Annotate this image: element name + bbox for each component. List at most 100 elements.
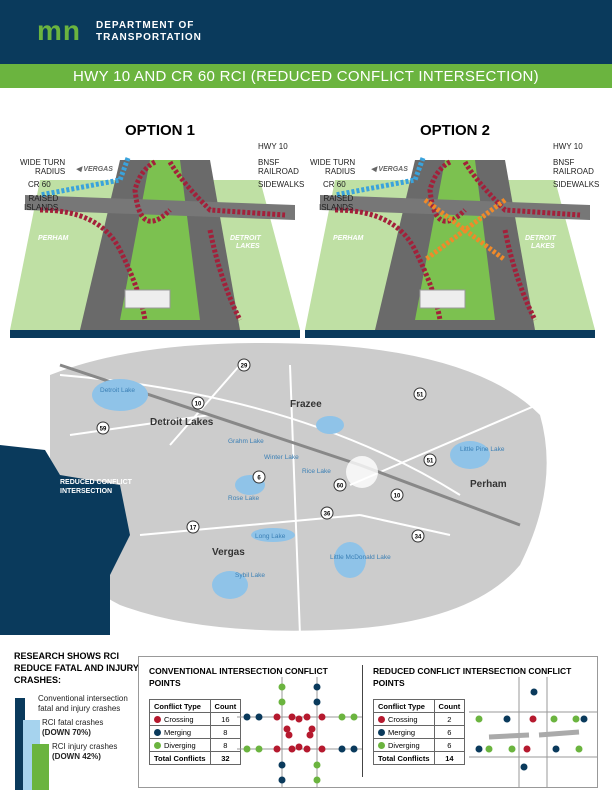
map-place-label: Detroit Lakes <box>150 417 214 428</box>
conflict-point <box>303 713 311 721</box>
conflict-point <box>285 731 293 739</box>
crash-bar <box>15 698 25 790</box>
rci-title: REDUCED CONFLICT INTERSECTION CONFLICT P… <box>373 666 572 688</box>
conflict-point <box>508 745 516 753</box>
raised-islands-label: RAISED ISLANDS <box>319 194 354 212</box>
conflict-point <box>575 745 583 753</box>
conflict-point <box>318 713 326 721</box>
route-shield: 6 <box>257 476 261 482</box>
conflict-point <box>475 715 483 723</box>
conflict-point <box>520 763 528 771</box>
option-title: OPTION 1 <box>124 122 195 139</box>
conflict-point <box>283 725 291 733</box>
wide-turn-label: WIDE TURN RADIUS <box>20 158 66 176</box>
map-place-label: Rice Lake <box>302 468 331 475</box>
conflict-point <box>572 715 580 723</box>
map-place-label: Sybil Lake <box>235 572 265 579</box>
conflict-points-box: CONVENTIONAL INTERSECTION CONFLICT POINT… <box>138 656 598 788</box>
mn-logo-icon: mn <box>37 18 79 44</box>
conflict-point <box>530 688 538 696</box>
conflict-point <box>278 761 286 769</box>
option-title: OPTION 2 <box>419 122 490 139</box>
rci-diagram <box>469 677 597 787</box>
conflict-point <box>552 745 560 753</box>
crash-bar <box>32 744 49 790</box>
option-2: OPTION 2 ◀ VERGAS PERHAM DETROIT LAKES H… <box>305 118 605 343</box>
conflict-point <box>338 713 346 721</box>
conflict-point <box>255 713 263 721</box>
map-place-label: Little Pine Lake <box>460 446 505 453</box>
conflict-point <box>288 745 296 753</box>
map-place-label: Grahm Lake <box>228 438 264 445</box>
route-shield: 51 <box>427 459 434 465</box>
detroit-lakes-label: DETROIT <box>230 235 261 242</box>
conflict-point <box>313 683 321 691</box>
map-place-label: Vergas <box>212 547 245 558</box>
perham-label: PERHAM <box>38 235 69 242</box>
cr60-label: CR 60 <box>28 180 51 189</box>
conflict-point <box>278 698 286 706</box>
conflict-point <box>350 745 358 753</box>
conflict-point <box>278 683 286 691</box>
route-shield: 10 <box>195 402 202 408</box>
page-title: HWY 10 AND CR 60 RCI (REDUCED CONFLICT I… <box>0 62 612 88</box>
conflict-point <box>580 715 588 723</box>
conflict-point <box>350 713 358 721</box>
conflict-point <box>295 715 303 723</box>
route-shield: 10 <box>394 494 401 500</box>
conflict-point <box>308 725 316 733</box>
conflict-point <box>485 745 493 753</box>
route-shield: 29 <box>241 364 248 370</box>
sidewalks-label: SIDEWALKS <box>553 180 600 189</box>
vergas-label: ◀ VERGAS <box>371 166 408 173</box>
hwy10-label: HWY 10 <box>553 142 583 151</box>
svg-text:LAKES: LAKES <box>531 243 555 250</box>
conflict-point <box>273 745 281 753</box>
perham-label: PERHAM <box>333 235 364 242</box>
detroit-lakes-label: DETROIT <box>525 235 556 242</box>
conflict-point <box>243 745 251 753</box>
crash-bar-label: RCI injury crashes(DOWN 42%) <box>52 742 118 761</box>
conflict-point <box>313 776 321 784</box>
svg-text:LAKES: LAKES <box>236 243 260 250</box>
conflict-point <box>255 745 263 753</box>
map-place-label: Detroit Lake <box>100 387 135 394</box>
conflict-point <box>503 715 511 723</box>
route-shield: 51 <box>417 393 424 399</box>
map-place-label: Little McDonald Lake <box>330 554 391 561</box>
conflict-point <box>529 715 537 723</box>
wide-turn-label: WIDE TURN RADIUS <box>310 158 356 176</box>
org-line2: TRANSPORTATION <box>96 32 202 43</box>
conflict-point <box>318 745 326 753</box>
conflict-point <box>550 715 558 723</box>
crash-bar-label: RCI fatal crashes(DOWN 70%) <box>42 718 104 737</box>
route-shield: 17 <box>190 526 197 532</box>
org-line1: DEPARTMENT OF <box>96 20 195 31</box>
route-shield: 60 <box>337 484 344 490</box>
cr60-label: CR 60 <box>323 180 346 189</box>
crash-bar-label: Conventional intersection fatal and inju… <box>38 694 128 713</box>
conventional-diagram <box>237 677 362 787</box>
conflict-point <box>288 713 296 721</box>
route-shield: 34 <box>415 535 422 541</box>
vergas-label: ◀ VERGAS <box>76 166 113 173</box>
conflict-point <box>295 743 303 751</box>
svg-text:mn: mn <box>37 18 79 44</box>
intersection-illustration: ◀ VERGAS PERHAM DETROIT LAKES <box>10 157 300 338</box>
map-place-label: Perham <box>470 479 507 490</box>
map-place-label: Frazee <box>290 399 322 410</box>
intersection-illustration: ◀ VERGAS PERHAM DETROIT LAKES <box>305 157 595 338</box>
map-place-label: Winter Lake <box>264 454 299 461</box>
route-shield: 59 <box>100 427 107 433</box>
conflict-point <box>243 713 251 721</box>
conflict-point <box>306 731 314 739</box>
conflict-point <box>523 745 531 753</box>
option-1: OPTION 1 ◀ VERGAS PERHAM DETROIT LAKES H… <box>10 118 310 343</box>
conflict-point <box>475 745 483 753</box>
